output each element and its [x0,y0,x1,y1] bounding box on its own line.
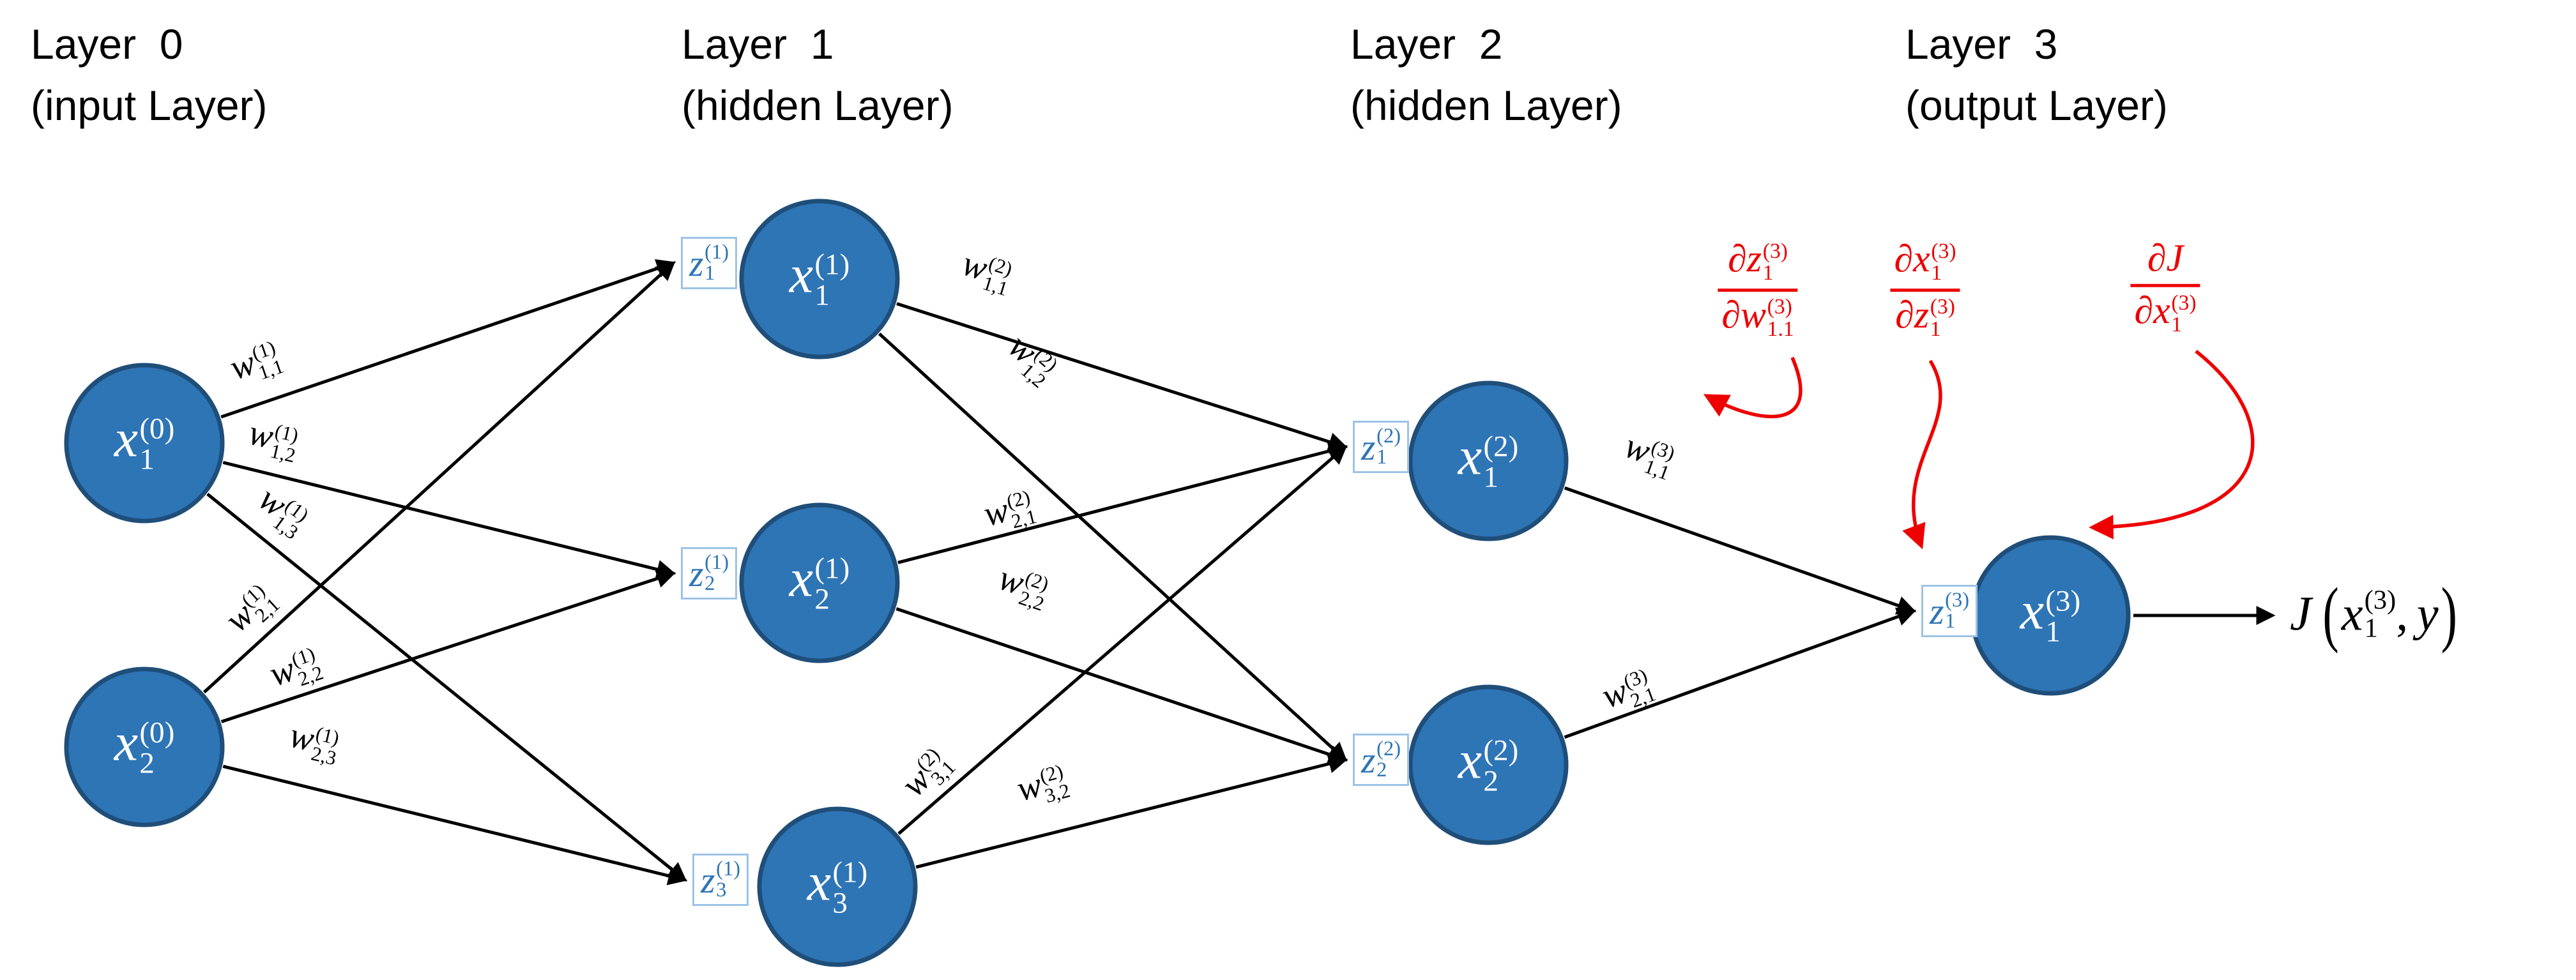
node-circle-x1-2 [1408,381,1569,541]
gradient-arrow-dz-dw [1703,356,1802,419]
node-circle-x1-3 [1970,535,2131,696]
edge-x2-2-to-z1-3 [1564,607,1917,739]
edge-x1-2-to-z1-3 [1564,486,1917,615]
edge-x1-0-to-z3-1 [206,492,687,882]
node-circle-x1-1 [739,199,900,359]
edge-x2-1-to-z1-2 [897,441,1348,564]
edge-x3-1-to-z1-2 [897,445,1348,835]
edge-x1-0-to-z1-1 [220,259,676,419]
node-circle-x2-2 [1408,684,1569,845]
node-circle-x3-1 [757,806,918,967]
edge-x2-0-to-z1-1 [202,260,676,694]
node-circle-x2-0 [64,667,225,827]
edge-x2-0-to-z2-1 [220,569,676,723]
edge-x1-1-to-z1-2 [896,302,1348,451]
edge-x1-1-to-z2-2 [878,332,1348,762]
gradient-arrow-dj-dx [2089,349,2255,539]
edge-x1-0-to-z2-1 [222,460,676,579]
gradient-arrow-dx-dz [1902,359,1942,550]
edge-x2-0-to-z3-1 [222,764,688,886]
node-circle-x2-1 [739,502,900,663]
node-circle-x1-0 [64,363,225,524]
edge-x3-1-to-z2-2 [915,754,1348,869]
edge-x2-1-to-z2-2 [896,607,1348,764]
